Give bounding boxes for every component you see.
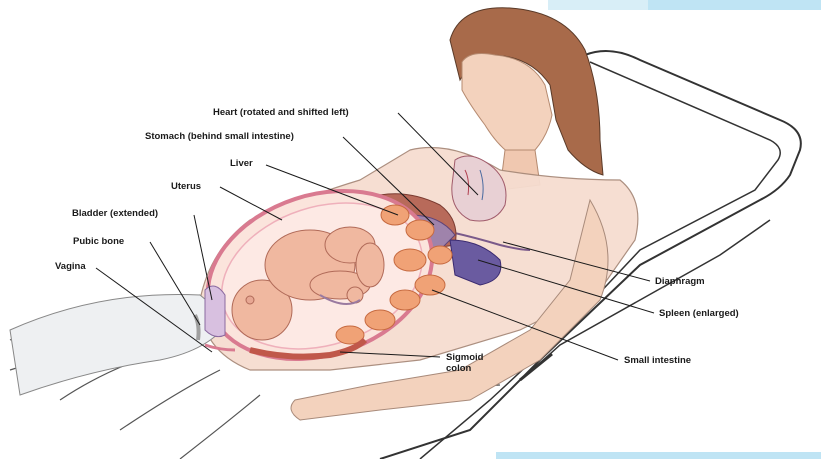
label-pubic-bone: Pubic bone bbox=[73, 236, 124, 247]
label-bladder: Bladder (extended) bbox=[72, 208, 158, 219]
label-sigmoid-colon-line2: colon bbox=[446, 363, 471, 374]
label-vagina: Vagina bbox=[55, 261, 86, 272]
label-stomach: Stomach (behind small intestine) bbox=[145, 131, 294, 142]
label-uterus: Uterus bbox=[171, 181, 201, 192]
label-small-intestine: Small intestine bbox=[624, 355, 691, 366]
label-diaphragm: Diaphragm bbox=[655, 276, 705, 287]
label-sigmoid-colon-line1: Sigmoid bbox=[446, 352, 483, 363]
label-spleen: Spleen (enlarged) bbox=[659, 308, 739, 319]
label-heart: Heart (rotated and shifted left) bbox=[213, 107, 349, 118]
lower-body bbox=[10, 294, 230, 395]
label-liver: Liver bbox=[230, 158, 253, 169]
heart bbox=[452, 156, 506, 221]
bladder bbox=[205, 286, 225, 337]
